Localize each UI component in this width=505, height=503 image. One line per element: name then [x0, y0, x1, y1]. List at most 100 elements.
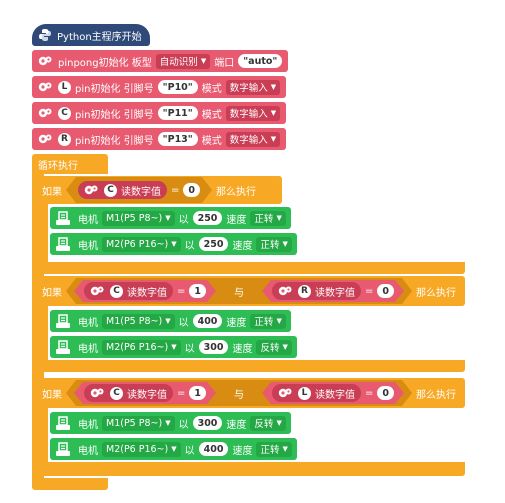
- port-label: 端口: [214, 57, 235, 69]
- compare-value-input[interactable]: 1: [189, 284, 206, 298]
- equals-operator: =: [365, 285, 374, 297]
- digital-read-block[interactable]: R 读数字值: [272, 282, 361, 300]
- motor-icon: [55, 416, 71, 431]
- motor-block[interactable]: 电机 M1(P5 P8~)▼ 以 400 速度 正转▼: [50, 310, 291, 332]
- digital-read-block[interactable]: L 读数字值: [272, 384, 361, 402]
- motor-label: 电机: [78, 445, 98, 457]
- motor-block[interactable]: 电机 M1(P5 P8~)▼ 以 250 速度 正转▼: [50, 207, 291, 229]
- pin-number-input[interactable]: "P13": [157, 132, 198, 146]
- speed-input[interactable]: 250: [192, 211, 223, 225]
- mode-dropdown[interactable]: 数字输入▼: [225, 131, 281, 147]
- caret-down-icon: ▼: [165, 419, 171, 427]
- caret-down-icon: ▼: [200, 57, 207, 65]
- speed-label: 速度: [232, 240, 253, 252]
- pin-init-block-r[interactable]: R pin初始化 引脚号 "P13" 模式 数字输入▼: [32, 128, 287, 150]
- motor-icon: [55, 211, 71, 226]
- motor-select-dropdown[interactable]: M2(P6 P16~)▼: [102, 441, 181, 457]
- digital-read-block[interactable]: C 读数字值: [84, 384, 173, 402]
- read-digital-label: 读数字值: [127, 389, 167, 401]
- speed-label: 速度: [226, 214, 247, 226]
- direction-dropdown[interactable]: 正转▼: [250, 313, 286, 329]
- caret-down-icon: ▼: [276, 419, 282, 427]
- pin-number-input[interactable]: "P10": [157, 80, 198, 94]
- mode-label: 模式: [201, 109, 222, 121]
- motor-label: 电机: [78, 343, 98, 355]
- speed-input[interactable]: 300: [192, 416, 223, 430]
- digital-read-block[interactable]: C 读数字值: [84, 282, 173, 300]
- compare-value-input[interactable]: 0: [377, 284, 394, 298]
- direction-dropdown[interactable]: 反转▼: [250, 415, 286, 431]
- digital-read-block[interactable]: C 读数字值: [78, 181, 167, 199]
- speed-input[interactable]: 400: [198, 442, 229, 456]
- with-label: 以: [184, 445, 195, 457]
- gear-icon: [84, 184, 98, 196]
- direction-dropdown[interactable]: 反转▼: [256, 339, 292, 355]
- motor-block[interactable]: 电机 M1(P5 P8~)▼ 以 300 速度 反转▼: [50, 412, 291, 434]
- and-block[interactable]: C 读数字值 = 1 与 L 读数字值 = 0: [66, 380, 412, 406]
- gear-icon: [38, 82, 52, 92]
- pin-number-input[interactable]: "P11": [157, 106, 198, 120]
- pin-letter-badge: C: [110, 285, 123, 298]
- compare-value-input[interactable]: 0: [377, 386, 394, 400]
- then-label: 那么执行: [416, 287, 457, 299]
- speed-input[interactable]: 250: [198, 237, 229, 251]
- if-1-header: 如果 C 读数字值 = 0 那么执行: [42, 177, 256, 203]
- if-1-arm: [38, 200, 48, 266]
- motor-block[interactable]: 电机 M2(P6 P16~)▼ 以 400 速度 正转▼: [50, 438, 297, 460]
- pinpong-init-block[interactable]: pinpong初始化 板型 自动识别▼ 端口 "auto": [32, 50, 289, 72]
- comparison-block[interactable]: C 读数字值 = 1: [74, 280, 216, 302]
- comparison-block[interactable]: R 读数字值 = 0: [262, 280, 404, 302]
- motor-icon: [55, 340, 71, 355]
- mode-dropdown[interactable]: 数字输入▼: [225, 79, 281, 95]
- with-label: 以: [178, 317, 189, 329]
- if-3-bottom: [38, 462, 465, 476]
- motor-label: 电机: [78, 419, 98, 431]
- caret-down-icon: ▼: [270, 83, 277, 91]
- motor-block[interactable]: 电机 M2(P6 P16~)▼ 以 300 速度 反转▼: [50, 336, 297, 358]
- pin-init-block-l[interactable]: L pin初始化 引脚号 "P10" 模式 数字输入▼: [32, 76, 287, 98]
- speed-input[interactable]: 300: [198, 340, 229, 354]
- mode-dropdown[interactable]: 数字输入▼: [225, 105, 281, 121]
- gear-icon: [278, 387, 292, 399]
- comparison-block[interactable]: L 读数字值 = 0: [262, 382, 404, 404]
- motor-select-dropdown[interactable]: M1(P5 P8~)▼: [102, 415, 175, 431]
- caret-down-icon: ▼: [276, 317, 282, 325]
- compare-value-input[interactable]: 0: [183, 183, 200, 197]
- if-label: 如果: [42, 287, 62, 299]
- python-main-start-block[interactable]: Python主程序开始: [32, 24, 150, 46]
- motor-block[interactable]: 电机 M2(P6 P16~)▼ 以 250 速度 正转▼: [50, 233, 297, 255]
- forever-loop-block[interactable]: [32, 154, 108, 174]
- port-input[interactable]: "auto": [238, 54, 283, 68]
- speed-input[interactable]: 400: [192, 314, 223, 328]
- gear-icon: [38, 108, 52, 118]
- if-1-bottom: [38, 262, 465, 274]
- caret-down-icon: ▼: [171, 343, 177, 351]
- read-digital-label: 读数字值: [315, 389, 356, 401]
- motor-select-dropdown[interactable]: M1(P5 P8~)▼: [102, 313, 175, 329]
- motor-label: 电机: [78, 317, 98, 329]
- gear-icon: [90, 285, 104, 297]
- if-3-arm: [38, 404, 48, 466]
- caret-down-icon: ▼: [282, 343, 288, 351]
- caret-down-icon: ▼: [165, 317, 171, 325]
- equals-operator: =: [177, 387, 186, 399]
- caret-down-icon: ▼: [270, 109, 277, 117]
- comparison-block[interactable]: C 读数字值 = 0: [66, 177, 212, 203]
- with-label: 以: [178, 214, 189, 226]
- motor-select-dropdown[interactable]: M2(P6 P16~)▼: [102, 339, 181, 355]
- motor-label: 电机: [78, 214, 98, 226]
- motor-select-dropdown[interactable]: M1(P5 P8~)▼: [102, 210, 175, 226]
- motor-label: 电机: [78, 240, 98, 252]
- motor-select-dropdown[interactable]: M2(P6 P16~)▼: [102, 236, 181, 252]
- board-type-dropdown[interactable]: 自动识别▼: [155, 53, 211, 69]
- direction-dropdown[interactable]: 正转▼: [256, 236, 292, 252]
- equals-operator: =: [365, 387, 374, 399]
- comparison-block[interactable]: C 读数字值 = 1: [74, 382, 216, 404]
- direction-dropdown[interactable]: 正转▼: [250, 210, 286, 226]
- motor-icon: [55, 442, 71, 457]
- and-block[interactable]: C 读数字值 = 1 与 R 读数字值 = 0: [66, 278, 412, 304]
- compare-value-input[interactable]: 1: [189, 386, 206, 400]
- pin-init-block-c[interactable]: C pin初始化 引脚号 "P11" 模式 数字输入▼: [32, 102, 287, 124]
- if-label: 如果: [42, 186, 62, 198]
- direction-dropdown[interactable]: 正转▼: [256, 441, 292, 457]
